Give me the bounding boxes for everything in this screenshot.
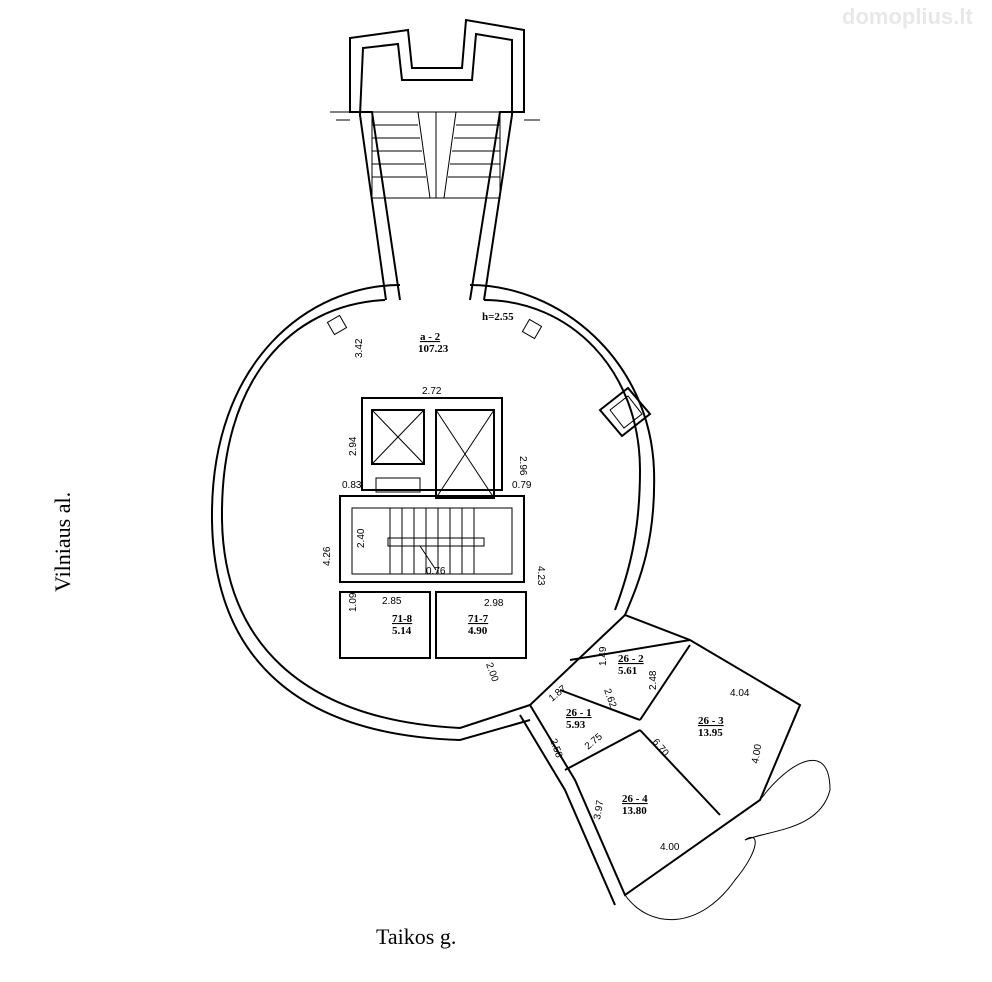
dimension: 2.72	[422, 386, 442, 397]
dimension: 2.94	[348, 436, 359, 456]
stair-tower	[330, 18, 540, 301]
ceiling-height: h=2.55	[482, 311, 514, 323]
room-area: 107.23	[418, 343, 449, 355]
dimension: 6.70	[650, 737, 671, 759]
dimension: 2.48	[648, 670, 659, 690]
dimension: 1.09	[348, 592, 359, 612]
room-id: 71-8	[392, 613, 413, 625]
central-core	[339, 397, 527, 659]
dimension: 4.00	[750, 743, 764, 765]
stair-label: 0.76	[426, 566, 446, 577]
room-id: 26 - 1	[566, 707, 592, 719]
dimension: 2.75	[583, 731, 605, 752]
dimension: 2.00	[483, 661, 500, 683]
street-label-bottom: Taikos g.	[376, 924, 456, 949]
room-id: 26 - 2	[618, 653, 644, 665]
room-area: 4.90	[468, 625, 488, 637]
dimension: 0.79	[512, 480, 532, 491]
main-hall-walls	[210, 284, 656, 742]
watermark-text: domoplius.lt	[842, 4, 973, 29]
street-label-left: Vilniaus al.	[50, 492, 75, 592]
dimension: 4.04	[730, 688, 750, 699]
room-id: 26 - 4	[622, 793, 648, 805]
dimension: 2.98	[484, 598, 504, 609]
room-area: 13.80	[622, 805, 647, 817]
stair-treads-top	[372, 124, 500, 178]
dimension: 0.83	[342, 480, 362, 491]
right-wing-rooms	[519, 613, 831, 921]
dimension: 1.49	[598, 646, 609, 666]
dimension: 4.23	[535, 566, 546, 586]
dimension: 2.40	[356, 528, 367, 548]
room-id: 26 - 3	[698, 715, 724, 727]
dimension: 3.97	[592, 799, 606, 821]
dimension: 2.85	[382, 596, 402, 607]
dimension: 4.26	[322, 546, 333, 566]
room-id: a - 2	[420, 331, 441, 343]
dimension: 4.00	[660, 842, 680, 853]
room-area: 5.93	[566, 719, 586, 731]
room-area: 13.95	[698, 727, 723, 739]
stair-treads-core	[389, 508, 475, 574]
dimension-labels: 3.42 2.72 2.94 2.96 0.83 0.79 4.26 2.40 …	[322, 338, 764, 853]
room-id: 71-7	[468, 613, 489, 625]
room-labels: a - 2 107.23 71-8 5.14 71-7 4.90 26 - 2 …	[392, 311, 724, 817]
room-area: 5.61	[618, 665, 637, 677]
dimension: 2.96	[517, 456, 528, 476]
dimension: 2.58	[547, 737, 564, 759]
room-area: 5.14	[392, 625, 412, 637]
dimension: 3.42	[354, 338, 365, 358]
